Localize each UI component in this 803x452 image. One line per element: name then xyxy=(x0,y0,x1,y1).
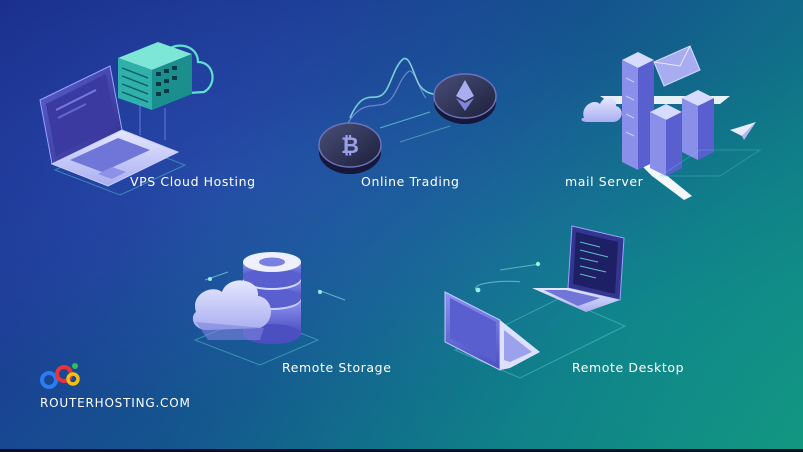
service-label-vps-cloud-hosting: VPS Cloud Hosting xyxy=(130,174,256,189)
crypto-coins-icon: ₿ xyxy=(318,57,497,174)
mail-server-buildings-icon xyxy=(581,45,762,200)
svg-text:₿: ₿ xyxy=(341,134,359,159)
laptops-connection-icon xyxy=(444,225,627,379)
brand-name: ROUTERHOSTING.COM xyxy=(40,396,191,410)
service-label-online-trading: Online Trading xyxy=(361,174,460,189)
service-label-remote-storage: Remote Storage xyxy=(282,360,392,375)
service-label-mail-server: mail Server xyxy=(565,174,644,189)
database-cloud-icon xyxy=(192,252,346,366)
routerhosting-logo-icon xyxy=(40,363,80,389)
laptop-cloud-server-icon xyxy=(39,42,214,196)
service-label-remote-desktop: Remote Desktop xyxy=(572,360,685,375)
bottom-border xyxy=(0,449,803,452)
